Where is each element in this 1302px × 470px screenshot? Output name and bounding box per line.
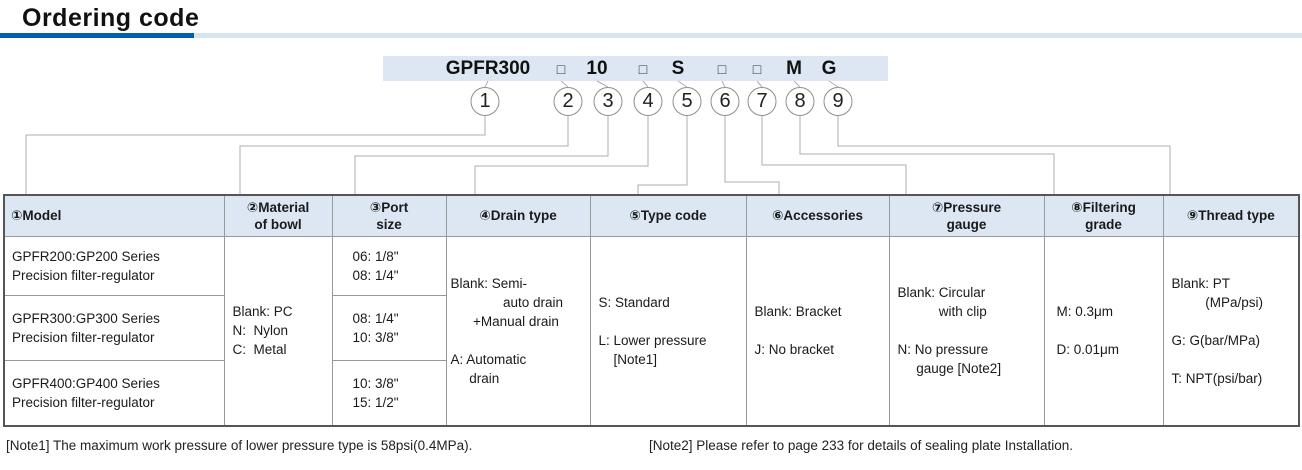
code-segment-blank-box-2: □	[638, 61, 648, 77]
port-size-cell-row2: 08: 1/4" 10: 3/8"	[331, 294, 447, 361]
step-circle-7: 7	[747, 87, 777, 116]
step-circle-9: 9	[823, 87, 853, 116]
title-underline-light	[194, 33, 1302, 38]
port-size-cell-row3: 10: 3/8" 15: 1/2"	[331, 359, 447, 427]
thread-type-cell: Blank: PT (MPa/psi) G: G(bar/MPa) T: NPT…	[1162, 235, 1300, 427]
code-segment-blank-box-3: □	[717, 61, 727, 77]
page-title: Ordering code	[22, 4, 200, 32]
filtering-grade-cell: M: 0.3μm D: 0.01μm	[1043, 235, 1164, 427]
accessories-cell: Blank: Bracket J: No bracket	[745, 235, 890, 427]
code-segment-blank-box-1: □	[556, 61, 566, 77]
ordering-code-table: ①Model ②Material of bowl ③Port size ④Dra…	[3, 194, 1300, 427]
header-drain-type: ④Drain type	[445, 194, 591, 237]
header-model: ①Model	[3, 194, 225, 237]
model-cell-gpfr200: GPFR200:GP200 Series Precision filter-re…	[3, 235, 225, 296]
title-underline-dark	[0, 33, 194, 38]
code-segment-filtering: M	[786, 58, 802, 79]
footnote-2: [Note2] Please refer to page 233 for det…	[649, 438, 1074, 453]
ordering-code-bar	[383, 56, 888, 81]
pressure-gauge-cell: Blank: Circular with clip N: No pressure…	[888, 235, 1045, 427]
model-cell-gpfr300: GPFR300:GP300 Series Precision filter-re…	[3, 294, 225, 361]
step-circle-5: 5	[672, 87, 702, 116]
code-segment-port: 10	[586, 58, 608, 79]
port-size-cell-row1: 06: 1/8" 08: 1/4"	[331, 235, 447, 296]
code-segment-blank-box-4: □	[752, 61, 762, 77]
code-segment-type: S	[671, 58, 685, 79]
header-accessories: ⑥Accessories	[745, 194, 890, 237]
header-pressure-gauge: ⑦Pressure gauge	[888, 194, 1045, 237]
drain-type-cell: Blank: Semi- auto drain +Manual drain A:…	[445, 235, 591, 427]
step-circle-2: 2	[553, 87, 583, 116]
step-circle-8: 8	[785, 87, 815, 116]
step-circle-1: 1	[470, 87, 500, 116]
code-segment-thread: G	[821, 58, 837, 79]
footnote-1: [Note1] The maximum work pressure of low…	[6, 438, 473, 453]
material-of-bowl-cell: Blank: PC N: Nylon C: Metal	[223, 235, 333, 427]
step-circle-4: 4	[633, 87, 663, 116]
header-thread-type: ⑨Thread type	[1162, 194, 1300, 237]
step-circle-3: 3	[593, 87, 623, 116]
step-circle-6: 6	[710, 87, 740, 116]
header-filtering-grade: ⑧Filtering grade	[1043, 194, 1164, 237]
type-code-cell: S: Standard L: Lower pressure [Note1]	[589, 235, 747, 427]
header-material-of-bowl: ②Material of bowl	[223, 194, 333, 237]
header-type-code: ⑤Type code	[589, 194, 747, 237]
header-port-size: ③Port size	[331, 194, 447, 237]
code-segment-model: GPFR300	[445, 58, 531, 79]
model-cell-gpfr400: GPFR400:GP400 Series Precision filter-re…	[3, 359, 225, 427]
